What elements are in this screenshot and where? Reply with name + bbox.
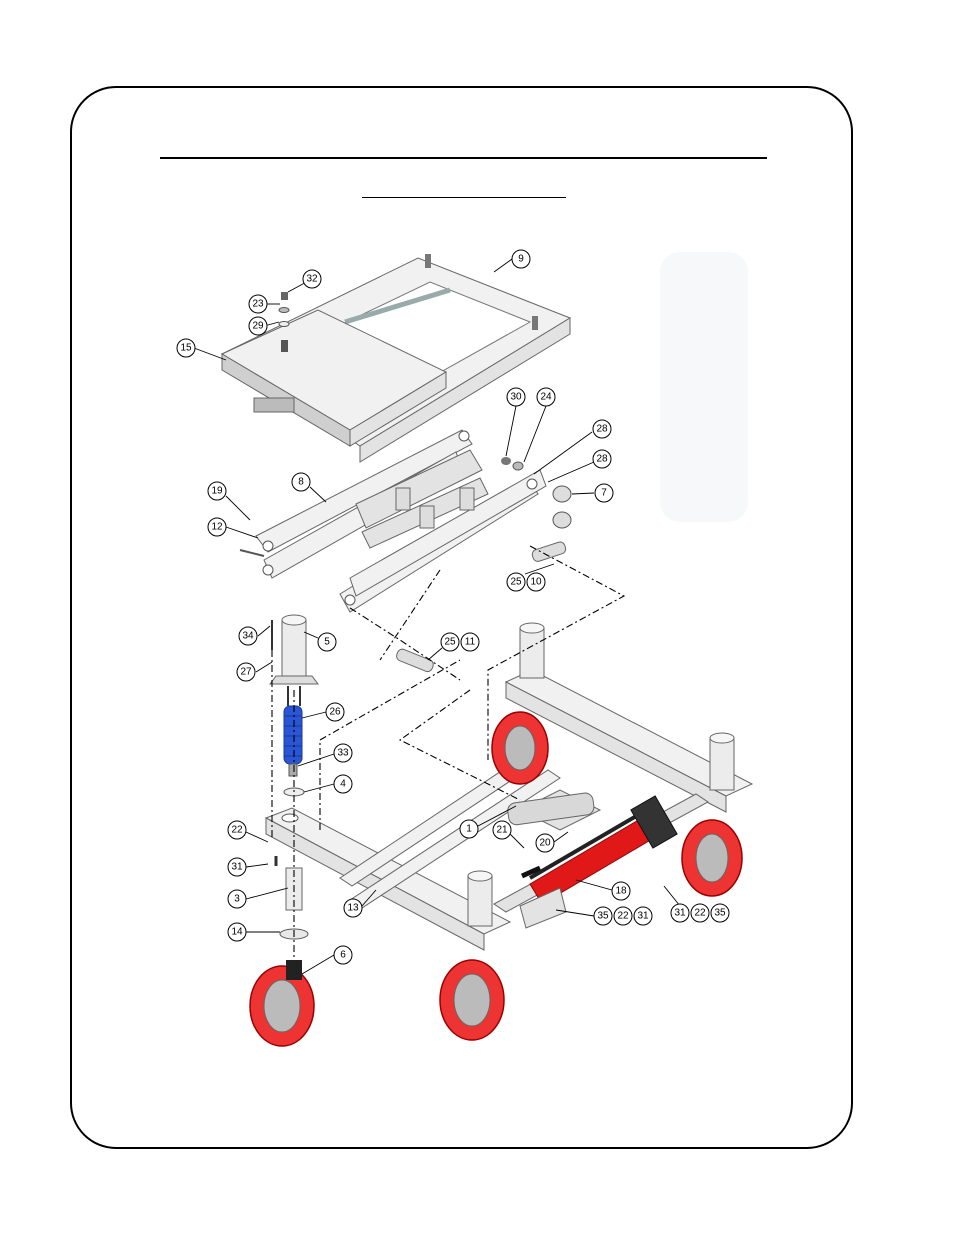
callout-30: 30 [506,387,526,407]
callout-10: 10 [526,572,546,592]
callout-14: 14 [227,922,247,942]
svg-text:7: 7 [601,488,607,499]
svg-text:35: 35 [714,908,726,919]
svg-text:25: 25 [444,637,456,648]
callout-25-a: 25 [506,572,526,592]
callout-26: 26 [325,702,345,722]
cylinder-part [507,792,595,826]
svg-text:5: 5 [324,637,330,648]
svg-text:25: 25 [510,577,522,588]
callout-3: 3 [227,889,247,909]
svg-text:22: 22 [231,825,243,836]
svg-text:20: 20 [539,838,551,849]
svg-text:1: 1 [466,824,472,835]
callout-19: 19 [207,481,227,501]
svg-text:33: 33 [337,748,349,759]
svg-text:27: 27 [240,667,252,678]
callout-1: 1 [459,819,479,839]
svg-text:30: 30 [510,392,522,403]
svg-text:12: 12 [211,522,223,533]
callout-29: 29 [248,316,268,336]
callout-8: 8 [291,472,311,492]
part-callouts: 32 23 29 15 9 30 24 28 28 7 19 8 12 25 1… [176,249,730,965]
callout-25-b: 25 [440,632,460,652]
svg-text:18: 18 [615,886,627,897]
callout-33: 33 [333,743,353,763]
title-rule [160,157,767,159]
callout-5: 5 [317,632,337,652]
svg-text:4: 4 [340,779,346,790]
callout-4: 4 [333,774,353,794]
leader-lines [193,258,681,975]
callout-32: 32 [302,269,322,289]
callout-34: 34 [238,626,258,646]
callout-18: 18 [611,881,631,901]
svg-text:29: 29 [252,321,264,332]
callout-28-a: 28 [592,419,612,439]
tray-part [220,292,448,447]
svg-text:31: 31 [637,911,649,922]
callout-11: 11 [460,632,480,652]
callout-22-b: 22 [690,903,710,923]
callout-27: 27 [236,662,256,682]
svg-text:32: 32 [306,274,318,285]
callout-31-left: 31 [227,857,247,877]
callout-12: 12 [207,517,227,537]
svg-text:9: 9 [518,254,524,265]
callout-20: 20 [535,833,555,853]
roller-parts [239,457,572,673]
callout-6: 6 [333,945,353,965]
callout-35-a: 35 [593,906,613,926]
scissor-arms-part [255,429,547,613]
svg-text:21: 21 [496,825,508,836]
callout-35-b: 35 [710,903,730,923]
svg-text:6: 6 [340,950,346,961]
routing-lines [271,545,626,960]
svg-text:22: 22 [617,911,629,922]
callout-31-a: 31 [633,906,653,926]
callout-15: 15 [176,338,196,358]
callout-22-left: 22 [227,820,247,840]
svg-text:28: 28 [596,424,608,435]
caster-stem-parts [274,856,309,940]
callout-22-a: 22 [613,906,633,926]
callout-31-b: 31 [670,903,690,923]
page-border [70,86,853,1149]
svg-text:14: 14 [231,927,243,938]
svg-text:35: 35 [597,911,609,922]
svg-text:15: 15 [180,343,192,354]
svg-text:31: 31 [231,862,243,873]
svg-text:24: 24 [540,392,552,403]
background-ghost [660,252,748,522]
callout-23: 23 [248,294,268,314]
callout-7: 7 [594,483,614,503]
svg-text:11: 11 [465,637,476,648]
subtitle-rule [362,197,566,198]
svg-text:19: 19 [211,486,223,497]
svg-text:22: 22 [694,908,706,919]
casters-parts [249,711,743,1047]
svg-text:8: 8 [298,477,304,488]
svg-text:31: 31 [674,908,686,919]
svg-text:3: 3 [234,894,240,905]
callout-13: 13 [343,898,363,918]
callout-28-b: 28 [592,449,612,469]
svg-text:10: 10 [530,577,542,588]
callout-21: 21 [492,820,512,840]
callout-24: 24 [536,387,556,407]
svg-text:34: 34 [242,631,254,642]
svg-text:13: 13 [347,903,359,914]
svg-text:26: 26 [329,707,341,718]
pump-handle-part [519,795,678,929]
svg-text:23: 23 [252,299,264,310]
callout-9: 9 [511,249,531,269]
svg-text:28: 28 [596,454,608,465]
